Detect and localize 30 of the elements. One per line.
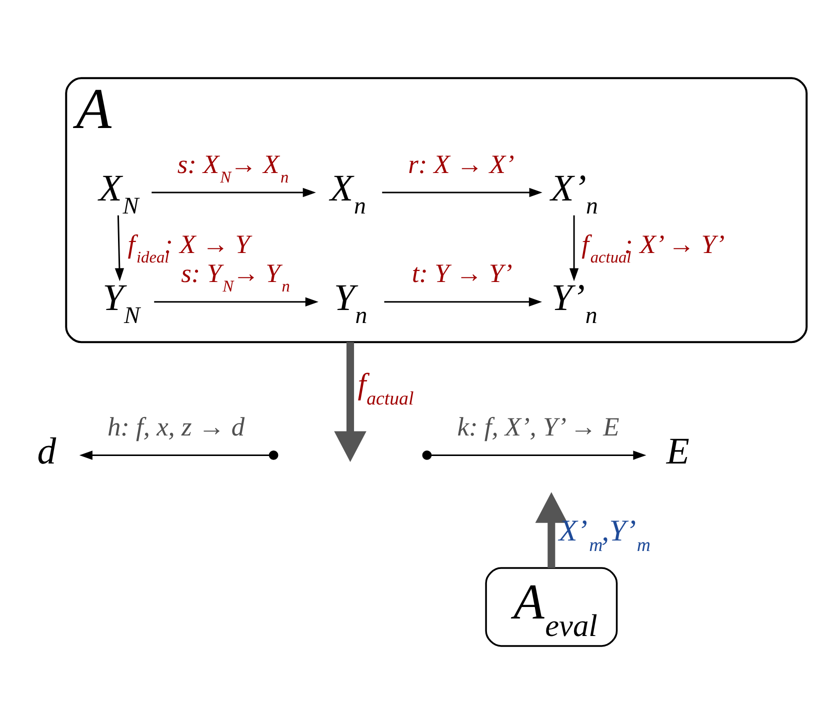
node-text: Y$_{n}$ [334,276,368,329]
arrow [154,296,318,306]
node-text: Y’$_{n}$ [551,276,598,329]
edge-label: t: Y → Y’ [412,258,512,288]
node-dot [268,450,278,460]
edge-label: f$_{actual}$ [358,366,414,409]
edge-label: h: f, x, z → d [107,410,245,441]
edge-label: f$_{actual}$: X’ → Y’ [582,228,725,266]
node-text: X$_{N}$ [98,167,139,220]
edge-label: r: X → X’ [408,148,514,178]
node-text: X’$_{n}$ [550,167,598,220]
arrow [535,492,568,568]
arrow [382,187,542,197]
arrow [334,342,366,462]
arrow [79,450,270,460]
node-text: d [37,430,56,472]
node-box: A$_{eval}$ [485,566,618,646]
arrow [384,296,542,306]
arrow [431,450,646,460]
node-dot [422,450,432,460]
arrow [114,214,124,281]
edge-label: s: Y$_{N}$→ Y$_{n}$ [181,258,290,296]
edge-label: s: X$_{N}$→ X$_{n}$ [177,148,289,186]
node-text: E [666,430,690,472]
node-text: Y$_{N}$ [102,276,140,329]
arrow [569,214,579,281]
edge-label: X’$_{m}$,Y’$_{m}$ [558,513,650,556]
arrow [152,187,316,197]
edge-label: k: f, X’, Y’ → E [457,410,620,441]
node-text: X$_{n}$ [330,167,366,220]
